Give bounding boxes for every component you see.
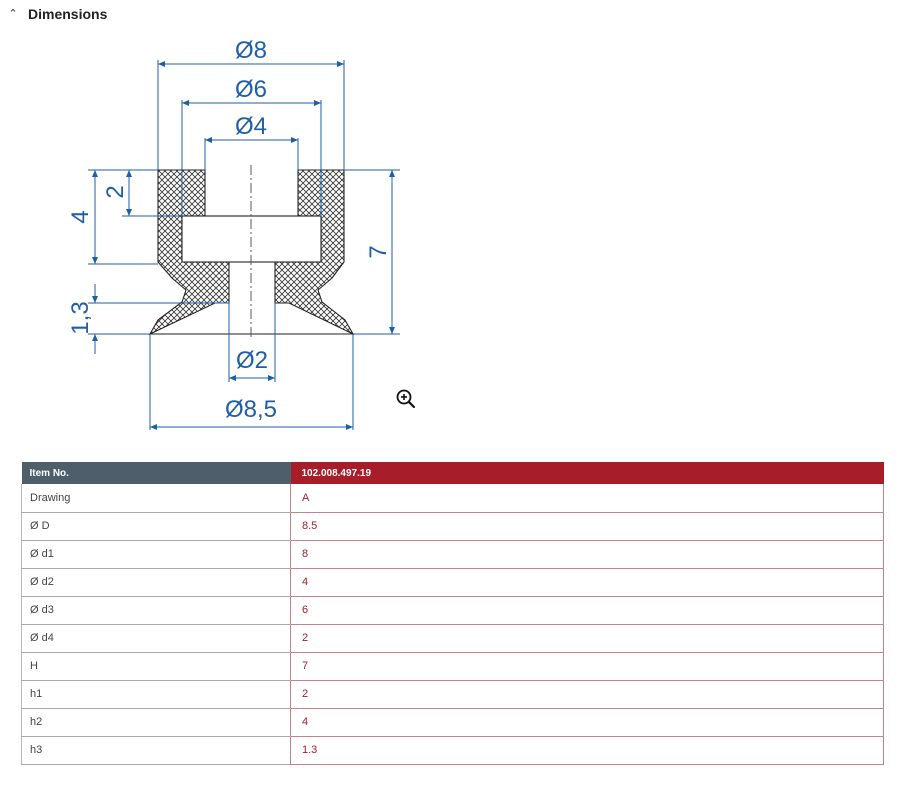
- row-label: h1: [21, 680, 291, 709]
- row-value: 6: [290, 596, 884, 625]
- row-label: H: [21, 652, 291, 681]
- row-value: 2: [290, 624, 884, 653]
- row-value: A: [290, 484, 884, 513]
- chevron-up-icon: ⌃: [8, 7, 18, 20]
- row-value: 4: [290, 708, 884, 737]
- item-no-value: 102.008.497.19: [290, 462, 884, 484]
- table-header-row: Item No. 102.008.497.19: [21, 462, 884, 484]
- dimensions-section-toggle[interactable]: ⌃ Dimensions: [8, 6, 107, 22]
- dim-label-D: Ø8,5: [225, 396, 277, 423]
- row-label: Ø D: [21, 512, 291, 541]
- dim-label-d1: Ø8: [235, 37, 267, 64]
- row-label: h3: [21, 736, 291, 765]
- dim-label-H: 7: [365, 245, 392, 258]
- row-value: 7: [290, 652, 884, 681]
- row-label: Ø d3: [21, 596, 291, 625]
- item-no-label: Item No.: [21, 462, 291, 484]
- section-title: Dimensions: [28, 6, 108, 22]
- dim-label-h3: 1,3: [67, 301, 94, 334]
- row-label: Drawing: [21, 484, 291, 513]
- row-label: Ø d2: [21, 568, 291, 597]
- zoom-in-icon[interactable]: [395, 388, 417, 410]
- dim-label-d2: Ø4: [235, 113, 267, 140]
- row-label: Ø d4: [21, 624, 291, 653]
- row-label: h2: [21, 708, 291, 737]
- dimension-drawing: Ø8 Ø6 Ø4 Ø2 Ø8,5 4 2 1,3 7: [67, 37, 400, 430]
- row-value: 4: [290, 568, 884, 597]
- row-value: 8: [290, 540, 884, 569]
- dim-label-h2: 4: [67, 210, 94, 223]
- dim-label-h1: 2: [102, 185, 129, 198]
- row-value: 2: [290, 680, 884, 709]
- dim-label-d4: Ø2: [236, 347, 268, 374]
- dim-label-d3: Ø6: [235, 76, 267, 103]
- row-label: Ø d1: [21, 540, 291, 569]
- row-value: 1.3: [290, 736, 884, 765]
- row-value: 8.5: [290, 512, 884, 541]
